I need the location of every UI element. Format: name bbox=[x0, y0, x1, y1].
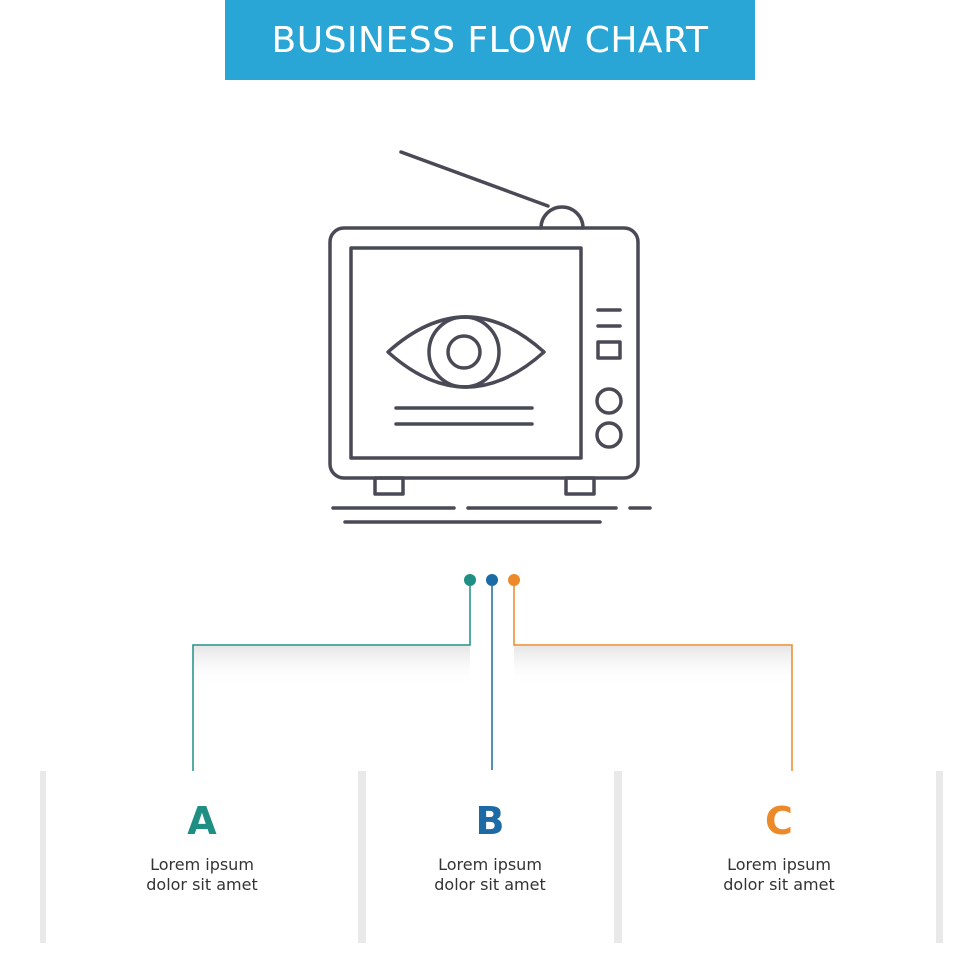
control-knob bbox=[595, 421, 623, 449]
step-text-b: Lorem ipsum dolor sit amet bbox=[434, 855, 546, 894]
step-panel-b: B Lorem ipsum dolor sit amet bbox=[366, 771, 614, 943]
step-panel-a: A Lorem ipsum dolor sit amet bbox=[46, 771, 358, 943]
step-letter-a: A bbox=[187, 799, 217, 843]
eye-pupil bbox=[446, 334, 482, 370]
antenna-line bbox=[399, 150, 550, 208]
tv-screen bbox=[349, 246, 583, 460]
step-letter-b: B bbox=[475, 799, 505, 843]
step-panel-c: C Lorem ipsum dolor sit amet bbox=[622, 771, 936, 943]
tv-leg bbox=[373, 476, 405, 496]
step-text-c: Lorem ipsum dolor sit amet bbox=[723, 855, 835, 894]
step-letter-c: C bbox=[765, 799, 793, 843]
eye-outline bbox=[386, 315, 546, 389]
control-button bbox=[596, 340, 622, 360]
dot-a bbox=[464, 574, 476, 586]
title-banner: BUSINESS FLOW CHART bbox=[225, 0, 755, 80]
eye-iris bbox=[427, 315, 501, 389]
control-knob bbox=[595, 387, 623, 415]
dot-c bbox=[508, 574, 520, 586]
tv-body bbox=[328, 226, 640, 480]
tv-leg bbox=[564, 476, 596, 496]
dot-b bbox=[486, 574, 498, 586]
retro-tv-eye-icon bbox=[328, 150, 652, 524]
step-text-a: Lorem ipsum dolor sit amet bbox=[146, 855, 258, 894]
page-title: BUSINESS FLOW CHART bbox=[271, 19, 709, 61]
antenna-knob bbox=[539, 205, 585, 230]
